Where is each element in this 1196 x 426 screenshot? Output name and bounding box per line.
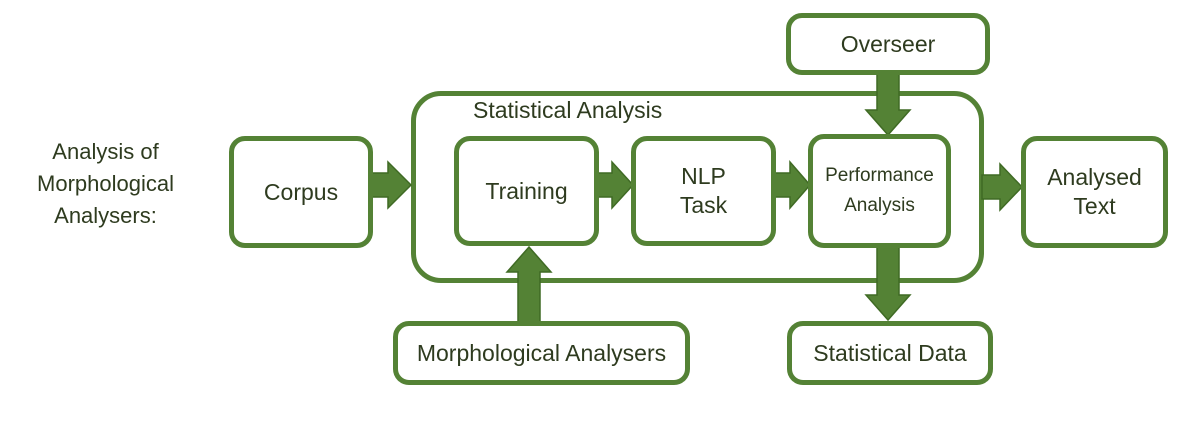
nlp-task-label-line-2: Task (679, 192, 728, 218)
arrow-performance-to-statistical-data (864, 246, 912, 322)
nlp-task-label-line-1: NLP (681, 163, 726, 190)
corpus-node: Corpus (229, 136, 373, 248)
arrow-overseer-to-performance (864, 71, 912, 137)
arrow-corpus-to-analysis (371, 160, 413, 210)
arrow-training-to-nlp-task (597, 160, 635, 210)
nlp-task-node: NLP Task (631, 136, 776, 246)
corpus-label: Corpus (263, 178, 339, 205)
morphological-analysers-label: Morphological Analysers (416, 339, 667, 366)
arrow-morphological-to-training (505, 245, 553, 323)
statistical-analysis-title: Statistical Analysis (473, 97, 663, 123)
statistical-data-label: Statistical Data (813, 339, 967, 366)
morphological-analysers-node: Morphological Analysers (393, 321, 690, 385)
side-label-line-3: Analysers: (54, 202, 157, 228)
overseer-label: Overseer (840, 30, 936, 57)
side-label: Analysis of Morphological Analysers: (18, 136, 193, 232)
training-label: Training (485, 177, 568, 204)
performance-analysis-label-line-2: Analysis (844, 195, 915, 216)
analysed-text-label-line-2: Text (1073, 193, 1116, 219)
side-label-line-2: Morphological (37, 170, 174, 196)
performance-analysis-node: Performance Analysis (808, 134, 951, 248)
analysed-text-label-line-1: Analysed (1047, 164, 1142, 191)
statistical-data-node: Statistical Data (787, 321, 993, 385)
arrow-analysis-to-analysed-text (981, 162, 1024, 212)
training-node: Training (454, 136, 599, 246)
performance-analysis-label-line-1: Performance (825, 164, 934, 186)
side-label-line-1: Analysis of (52, 139, 159, 164)
arrow-nlp-task-to-performance (774, 159, 811, 211)
overseer-node: Overseer (786, 13, 990, 75)
analysed-text-node: Analysed Text (1021, 136, 1168, 248)
